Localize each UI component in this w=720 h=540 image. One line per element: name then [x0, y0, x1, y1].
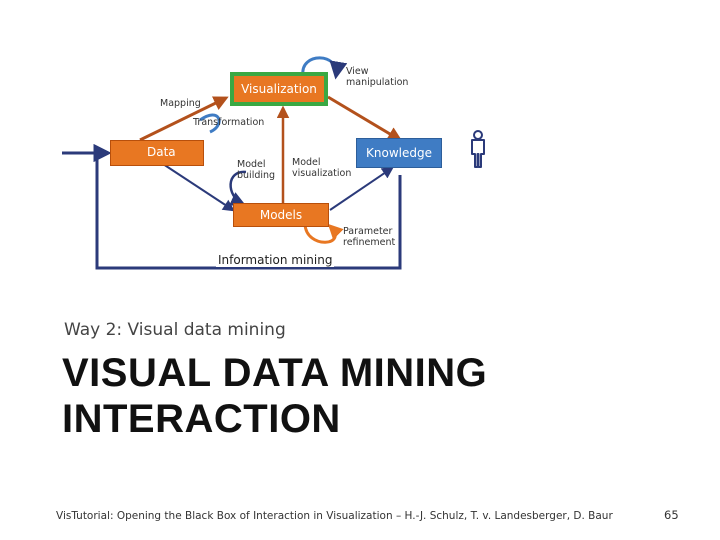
view-manipulation-loop	[301, 56, 348, 80]
slide-footer: VisTutorial: Opening the Black Box of In…	[56, 510, 613, 522]
perception-arrow	[327, 95, 403, 142]
model-visualization-arrow	[329, 166, 394, 211]
model-building-label: Model building	[237, 159, 276, 181]
visualization-node-label: Visualization	[241, 82, 317, 96]
data-node-label: Data	[147, 145, 176, 159]
view-manipulation-label: View manipulation	[346, 66, 409, 88]
slide-title: VISUAL DATA MINING INTERACTION	[62, 351, 488, 441]
user-icon	[471, 130, 485, 168]
mapping-label: Mapping	[160, 98, 201, 109]
parameter-refinement-loop	[303, 223, 344, 244]
information-mining-label: Information mining	[216, 253, 335, 267]
model-building-arrow	[159, 161, 236, 212]
transformation-label: Transformation	[193, 117, 265, 128]
models-node: Models	[233, 203, 329, 227]
vis-process-diagram	[62, 56, 485, 270]
slide-subtitle: Way 2: Visual data mining	[64, 320, 286, 340]
model-building-loop	[228, 170, 247, 206]
knowledge-node-label: Knowledge	[366, 146, 432, 160]
parameter-refinement-label: Parameter refinement	[343, 226, 396, 248]
transformation-loop	[199, 113, 221, 134]
data-node: Data	[110, 140, 204, 166]
page-number: 65	[664, 508, 679, 522]
model-visualization-label: Model visualization	[292, 157, 352, 179]
knowledge-node: Knowledge	[356, 138, 442, 168]
visualization-node: Visualization	[230, 72, 328, 106]
models-node-label: Models	[259, 208, 303, 222]
mapping-arrow	[139, 96, 229, 142]
